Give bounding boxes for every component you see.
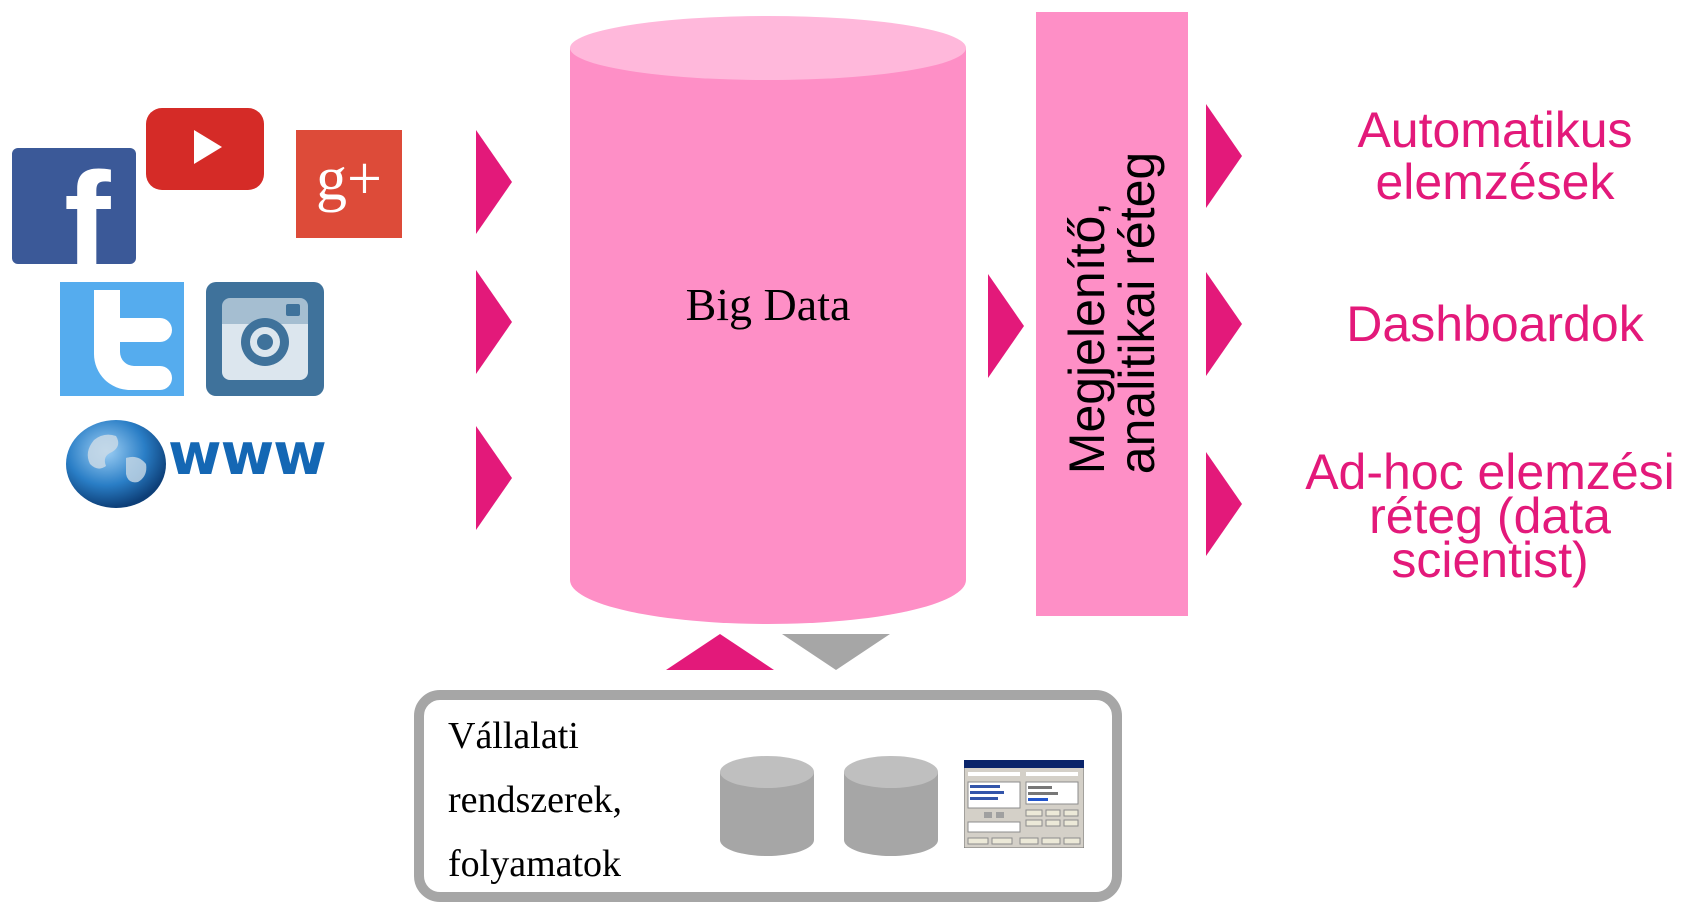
www-label: www [168,420,327,488]
facebook-icon: f [12,148,136,264]
input-arrow-1 [476,130,512,234]
output-adhoc-line3: scientist) [1391,532,1589,588]
globe-icon [64,418,168,510]
output-adhoc-line1: Ad-hoc elemzési [1305,444,1675,500]
application-window-icon [964,760,1084,848]
twitter-icon [60,282,184,396]
output-adhoc: Ad-hoc elemzési réteg (data scientist) [1280,444,1694,588]
enterprise-up-arrow [666,634,774,670]
analytics-layer-line2: analitikai réteg [1109,151,1166,475]
layer-input-arrow [988,274,1024,378]
output-dashboards: Dashboardok [1290,298,1694,350]
output-arrow-2 [1206,272,1242,376]
input-arrow-2 [476,270,512,374]
input-arrow-3 [476,426,512,530]
output-arrow-1 [1206,104,1242,208]
output-automatic: Automatikus elemzések [1290,104,1694,208]
input-arrows [476,130,512,530]
enterprise-label: Vállalati rendszerek, folyamatok [448,704,622,896]
output-arrow-3 [1206,452,1242,556]
enterprise-line1: Vállalati [448,715,579,757]
big-data-cylinder [570,16,966,624]
youtube-icon [146,108,264,190]
database-icon [844,756,938,856]
output-automatic-line1: Automatikus [1357,102,1633,158]
output-automatic-line2: elemzések [1375,154,1615,210]
enterprise-line3: folyamatok [448,843,622,885]
big-data-label: Big Data [685,279,851,330]
analytics-layer-label: Megjelenítő, analitikai réteg [1036,12,1188,614]
output-arrows [1206,104,1242,556]
google-plus-icon: g+ [296,130,402,238]
analytics-layer-line1: Megjelenítő, [1059,201,1116,475]
output-dashboards-line1: Dashboardok [1346,296,1644,352]
enterprise-line2: rendszerek, [448,779,623,821]
enterprise-down-arrow [782,634,890,670]
instagram-icon [206,282,324,396]
output-adhoc-line2: réteg (data [1369,488,1611,544]
database-icon [720,756,814,856]
analytics-layer-box [1036,12,1188,616]
